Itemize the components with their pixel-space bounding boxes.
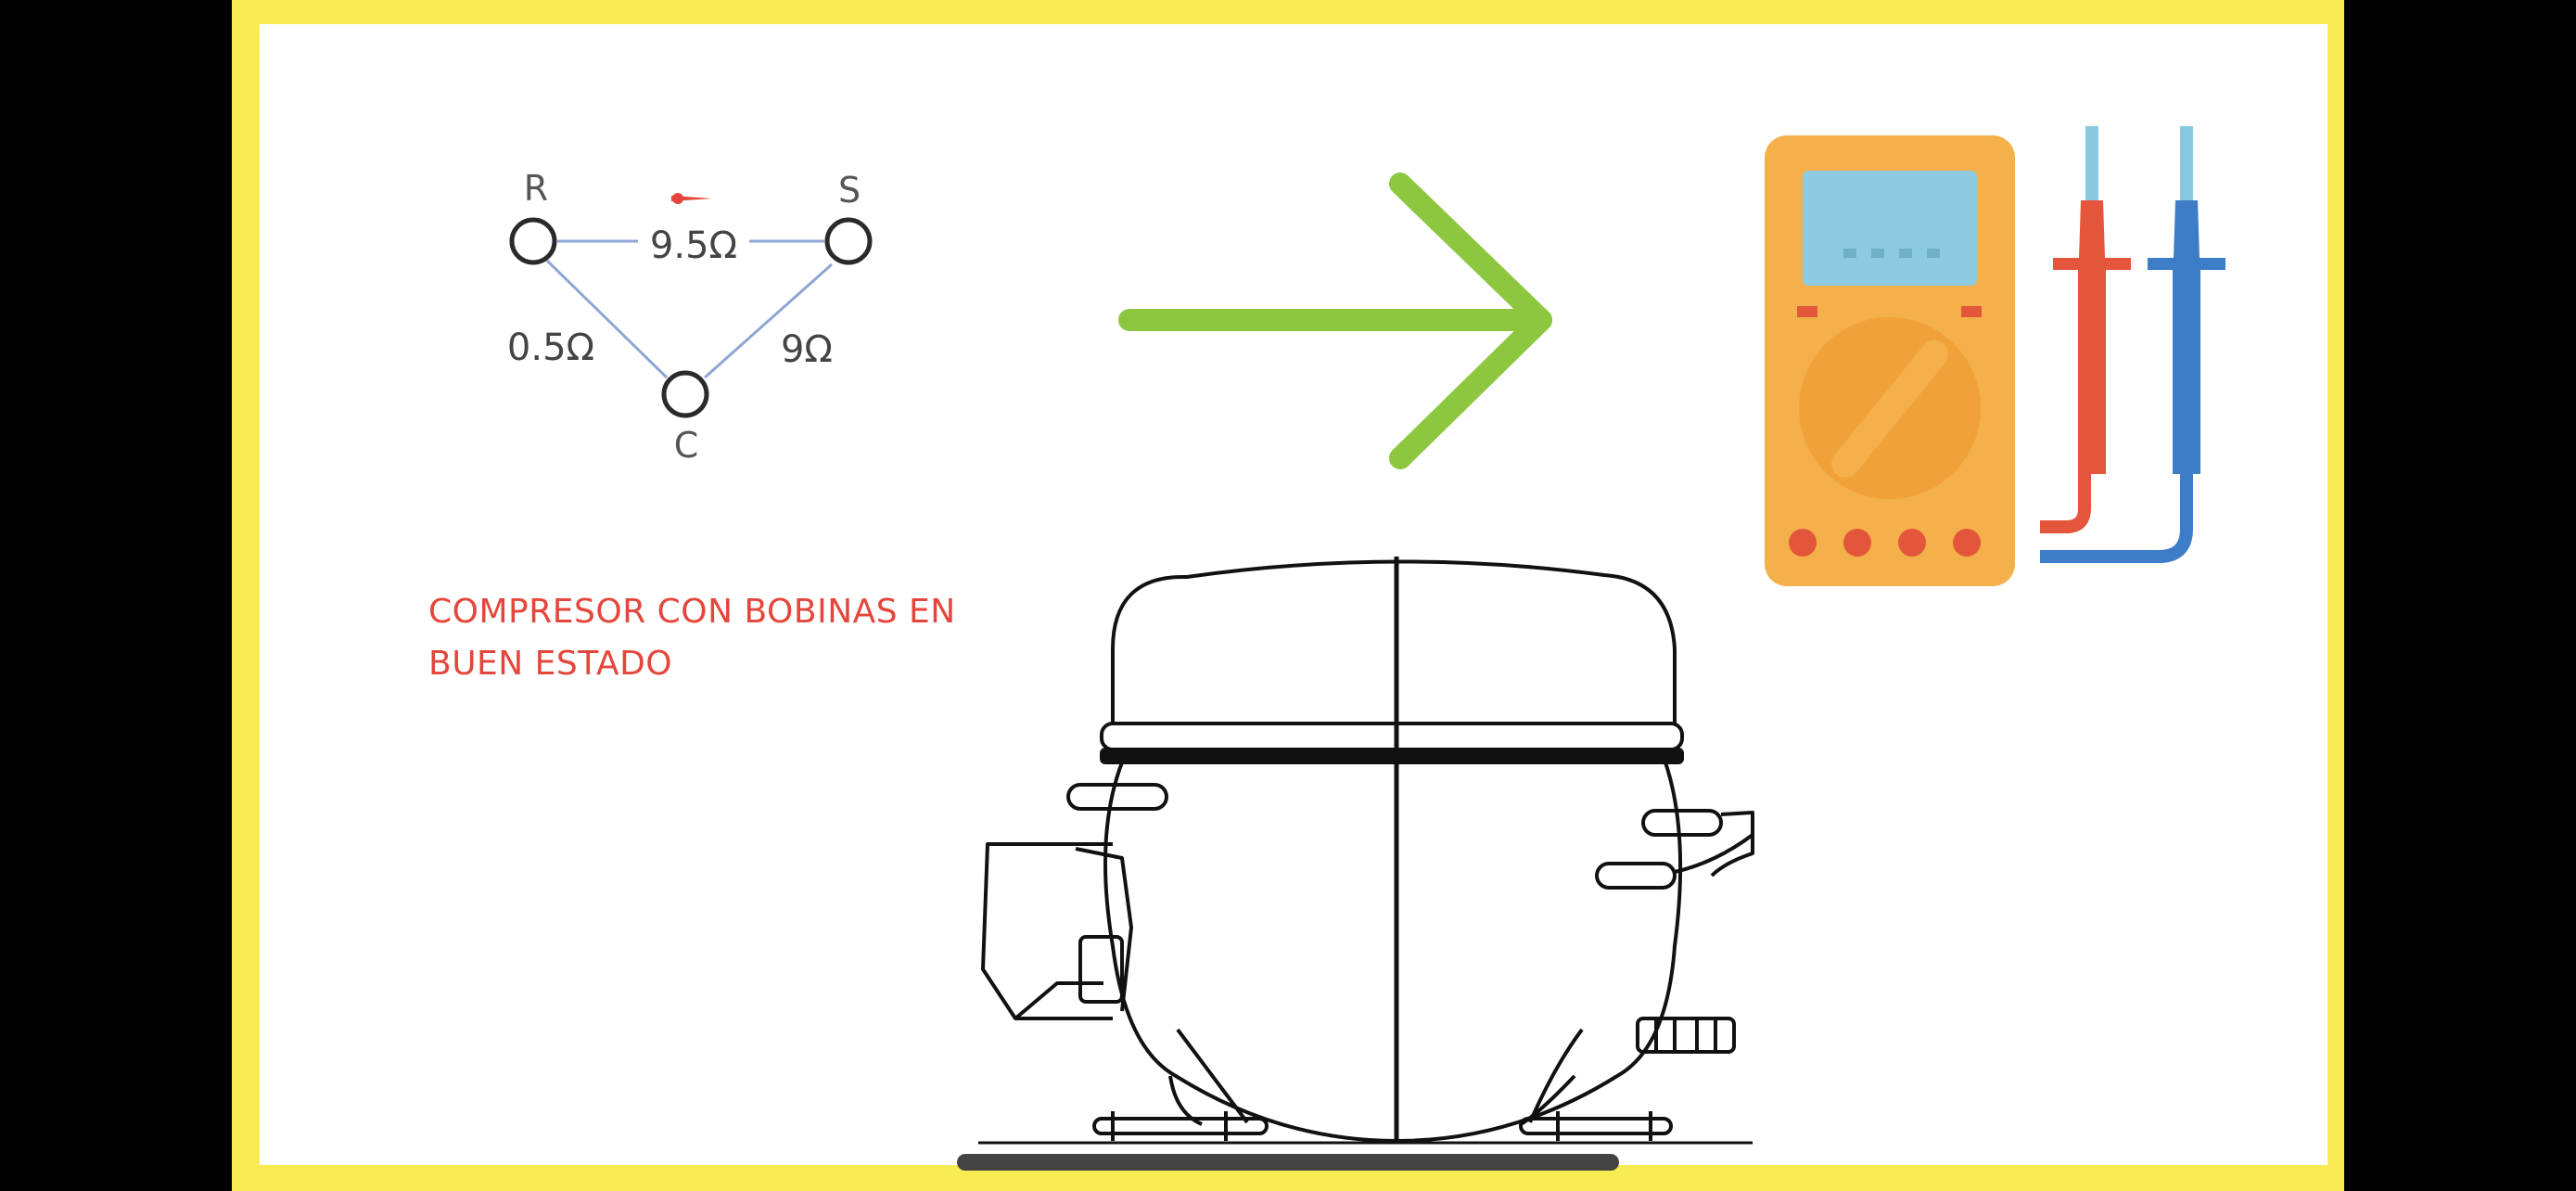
- terminal-label-s: S: [838, 170, 861, 211]
- terminal-label-r: R: [524, 168, 548, 209]
- terminal-circle-icon: [824, 217, 873, 265]
- terminal-circle-icon: [509, 217, 557, 265]
- red-mark-dot: [672, 193, 683, 204]
- resistance-r-c: 0.5Ω: [507, 327, 594, 369]
- home-indicator[interactable]: [957, 1154, 1619, 1171]
- terminal-label-c: C: [674, 425, 699, 466]
- resistance-s-c: 9Ω: [781, 328, 833, 371]
- caption-line-2: BUEN ESTADO: [428, 645, 673, 683]
- compressor-icon: [978, 557, 1754, 1145]
- caption-line-1: COMPRESOR CON BOBINAS EN: [428, 593, 956, 631]
- multimeter-icon: [1765, 126, 2225, 586]
- resistance-r-s: 9.5Ω: [650, 224, 737, 267]
- caption: COMPRESOR CON BOBINAS EN BUEN ESTADO: [428, 586, 956, 690]
- green-arrow-icon: [1118, 173, 1552, 469]
- terminal-circle-icon: [661, 370, 709, 418]
- wire-r-c: [545, 259, 669, 379]
- wire-s-c: [704, 263, 833, 379]
